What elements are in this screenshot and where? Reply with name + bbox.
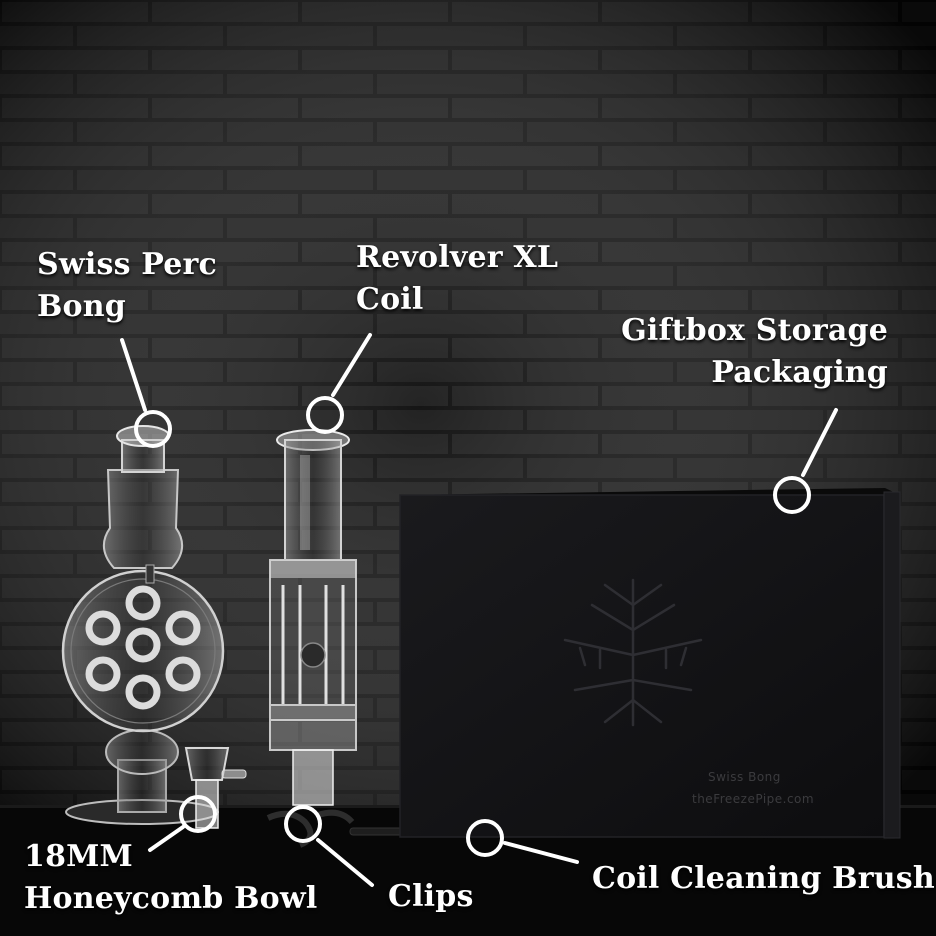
swiss-perc-bong bbox=[61, 425, 225, 825]
honeycomb-bowl bbox=[184, 747, 247, 829]
giftbox-print-url: theFreezePipe.com bbox=[692, 792, 815, 806]
revolver-coil bbox=[269, 429, 357, 806]
label-revolver-coil: Revolver XL Coil bbox=[356, 240, 559, 317]
label-brush: Coil Cleaning Brush bbox=[592, 861, 935, 896]
label-clips: Clips bbox=[388, 879, 474, 914]
giftbox-logo bbox=[563, 578, 703, 727]
label-giftbox: Giftbox Storage Packaging bbox=[621, 313, 888, 390]
giftbox-print-title: Swiss Bong bbox=[708, 770, 781, 784]
callout-pointers bbox=[120, 333, 838, 887]
label-honeycomb-bowl: 18MM Honeycomb Bowl bbox=[24, 839, 318, 916]
label-swiss-perc-bong: Swiss Perc Bong bbox=[37, 247, 218, 324]
giftbox bbox=[399, 488, 901, 840]
